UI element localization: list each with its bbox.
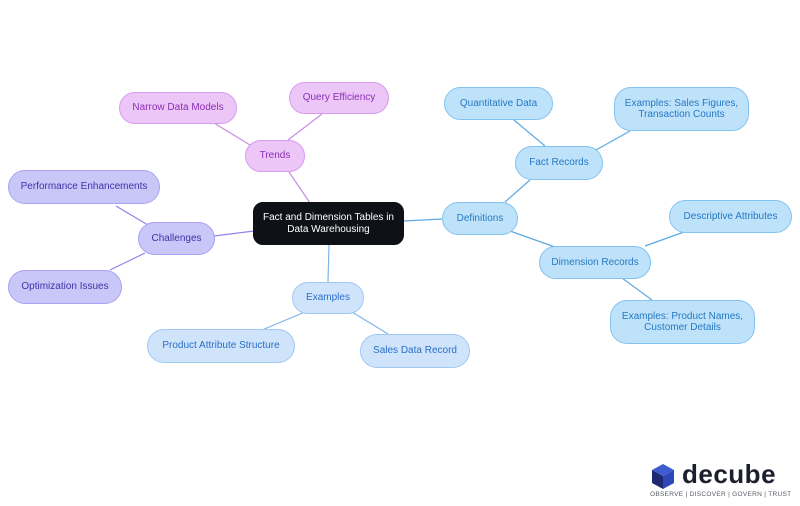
decube-cube-logo-icon — [652, 464, 674, 489]
challenges-node: Challenges — [138, 222, 215, 255]
link-root-examples — [327, 244, 330, 283]
performance-enhancements-label: Performance Enhancements — [20, 181, 148, 193]
narrow-data-models-label: Narrow Data Models — [132, 102, 224, 114]
link-challenges-performance — [115, 205, 149, 226]
sales-data-record-label: Sales Data Record — [373, 345, 457, 357]
sales-data-record-node: Sales Data Record — [360, 334, 470, 368]
dimension-examples-node: Examples: Product Names, Customer Detail… — [610, 300, 755, 344]
link-root-challenges — [213, 230, 255, 237]
fact-records-label: Fact Records — [529, 157, 589, 169]
performance-enhancements-node: Performance Enhancements — [8, 170, 160, 204]
link-trends-query — [287, 113, 323, 141]
optimization-issues-node: Optimization Issues — [8, 270, 122, 304]
query-efficiency-node: Query Efficiency — [289, 82, 389, 114]
examples-node: Examples — [292, 282, 364, 314]
link-examples-product — [261, 311, 306, 331]
query-efficiency-label: Query Efficiency — [302, 92, 376, 104]
fact-examples-label: Examples: Sales Figures, Transaction Cou… — [624, 97, 739, 121]
link-definitions-fact — [504, 179, 531, 203]
examples-label: Examples — [306, 292, 350, 304]
link-dimension-examples — [621, 277, 653, 301]
descriptive-attributes-node: Descriptive Attributes — [669, 200, 792, 233]
link-examples-sales — [351, 311, 389, 335]
definitions-label: Definitions — [456, 212, 504, 224]
product-attribute-structure-node: Product Attribute Structure — [147, 329, 295, 363]
link-root-definitions — [403, 218, 443, 222]
trends-label: Trends — [259, 150, 291, 162]
descriptive-attributes-label: Descriptive Attributes — [683, 210, 778, 222]
link-dimension-descriptive — [644, 231, 685, 247]
link-challenges-optimization — [109, 252, 146, 271]
trends-node: Trends — [245, 140, 305, 172]
logo-tagline: OBSERVE | DISCOVER | GOVERN | TRUST — [650, 491, 792, 498]
fact-examples-node: Examples: Sales Figures, Transaction Cou… — [614, 87, 749, 131]
challenges-label: Challenges — [151, 232, 202, 244]
definitions-node: Definitions — [442, 202, 518, 235]
dimension-records-node: Dimension Records — [539, 246, 651, 279]
dimension-records-label: Dimension Records — [551, 256, 639, 268]
link-definitions-dimension — [509, 230, 556, 248]
root-node: Fact and Dimension Tables in Data Wareho… — [253, 202, 404, 245]
dimension-examples-label: Examples: Product Names, Customer Detail… — [621, 310, 744, 334]
link-fact-quantitative — [513, 119, 546, 147]
fact-records-node: Fact Records — [515, 146, 603, 180]
product-attribute-structure-label: Product Attribute Structure — [162, 340, 280, 352]
optimization-issues-label: Optimization Issues — [21, 281, 109, 293]
link-trends-narrow — [213, 122, 251, 146]
root-label: Fact and Dimension Tables in Data Wareho… — [263, 212, 394, 235]
quantitative-data-label: Quantitative Data — [459, 97, 538, 109]
quantitative-data-node: Quantitative Data — [444, 87, 553, 120]
link-fact-examples — [595, 130, 631, 151]
link-root-trends — [288, 171, 311, 204]
narrow-data-models-node: Narrow Data Models — [119, 92, 237, 124]
logo-wordmark: decube — [682, 459, 777, 489]
decube-logo: decube OBSERVE | DISCOVER | GOVERN | TRU… — [648, 459, 792, 502]
